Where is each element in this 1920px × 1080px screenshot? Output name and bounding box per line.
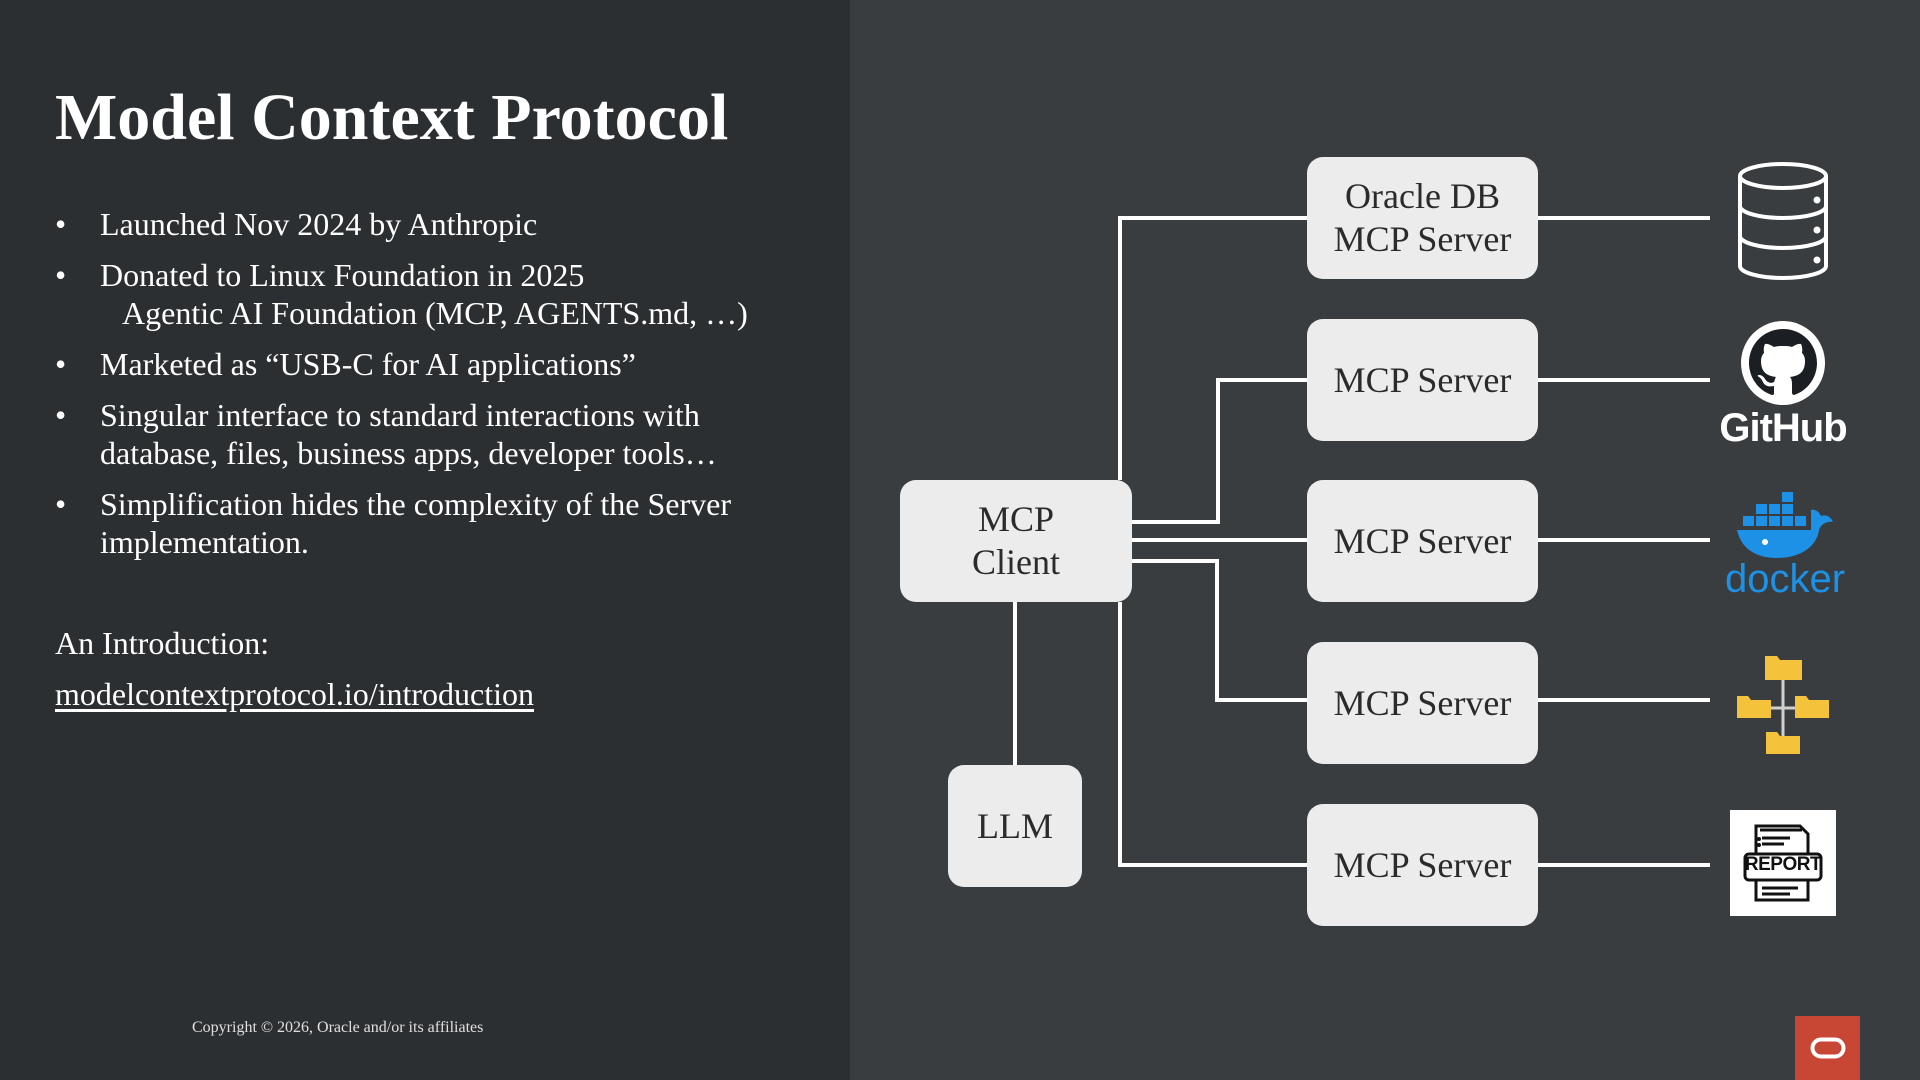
report-icon: REPORT — [1730, 810, 1836, 916]
mcp-client-label-line1: MCP — [977, 499, 1055, 539]
bullet-dot: • — [55, 206, 67, 242]
mcp-server-node-3: MCP Server — [1307, 480, 1538, 602]
llm-label: LLM — [977, 805, 1053, 846]
docker-wordmark: docker — [1724, 556, 1846, 601]
mcp-server-node-2: MCP Server — [1307, 319, 1538, 441]
connector-client-server-1 — [1118, 216, 1307, 480]
copyright-text: Copyright © 2026, Oracle and/or its affi… — [192, 1019, 484, 1036]
bullet-text: Donated to Linux Foundation in 2025 — [100, 257, 585, 293]
bullet-item: • Simplification hides the complexity of… — [55, 485, 825, 561]
intro-link[interactable]: modelcontextprotocol.io/introduction — [55, 676, 535, 712]
oracle-db-mcp-server-node: Oracle DB MCP Server — [1307, 157, 1538, 279]
connector-client-server-2 — [1132, 378, 1307, 524]
left-panel — [0, 0, 850, 1080]
bullet-dot: • — [55, 257, 67, 293]
bullet-dot: • — [55, 346, 67, 382]
github-logo-icon: GitHub — [1708, 320, 1858, 450]
github-wordmark: GitHub — [1719, 406, 1847, 450]
mcp-server-node-4: MCP Server — [1307, 642, 1538, 764]
mcp-client-label-line2: Client — [972, 542, 1060, 582]
report-label: REPORT — [1744, 854, 1822, 875]
bullet-list: • Launched Nov 2024 by Anthropic • Donat… — [55, 205, 825, 574]
bullet-item: • Donated to Linux Foundation in 2025 Ag… — [55, 256, 825, 332]
bullet-item: • Singular interface to standard interac… — [55, 396, 825, 472]
server-label-line2: MCP Server — [1333, 219, 1512, 259]
bullet-subtext: Agentic AI Foundation (MCP, AGENTS.md, …… — [122, 295, 748, 331]
bullet-text: Simplification hides the complexity of t… — [100, 486, 731, 560]
bullet-item: • Marketed as “USB-C for AI applications… — [55, 345, 825, 383]
server-label: MCP Server — [1333, 520, 1512, 561]
docker-logo-icon: docker — [1712, 484, 1858, 599]
database-icon — [1730, 158, 1836, 283]
intro-label: An Introduction: — [55, 625, 270, 661]
file-tree-icon — [1735, 650, 1831, 756]
connector-client-server-5 — [1118, 602, 1307, 867]
bullet-text: Launched Nov 2024 by Anthropic — [100, 206, 538, 242]
server-label: MCP Server — [1333, 682, 1512, 723]
bullet-text: Singular interface to standard interacti… — [100, 397, 717, 471]
llm-node: LLM — [948, 765, 1082, 887]
bullet-text: Marketed as “USB-C for AI applications” — [100, 346, 636, 382]
oracle-logo — [1795, 1016, 1860, 1080]
server-label: MCP Server — [1333, 844, 1512, 885]
bullet-dot: • — [55, 397, 67, 433]
connector-client-server-4 — [1132, 559, 1307, 702]
oracle-logo-icon — [1810, 1037, 1845, 1059]
server-label-line1: Oracle DB — [1345, 176, 1500, 216]
mcp-server-node-5: MCP Server — [1307, 804, 1538, 926]
bullet-dot: • — [55, 486, 67, 522]
server-label: MCP Server — [1333, 359, 1512, 400]
mcp-client-node: MCP Client — [900, 480, 1132, 602]
slide-title: Model Context Protocol — [55, 81, 729, 154]
bullet-item: • Launched Nov 2024 by Anthropic — [55, 205, 825, 243]
